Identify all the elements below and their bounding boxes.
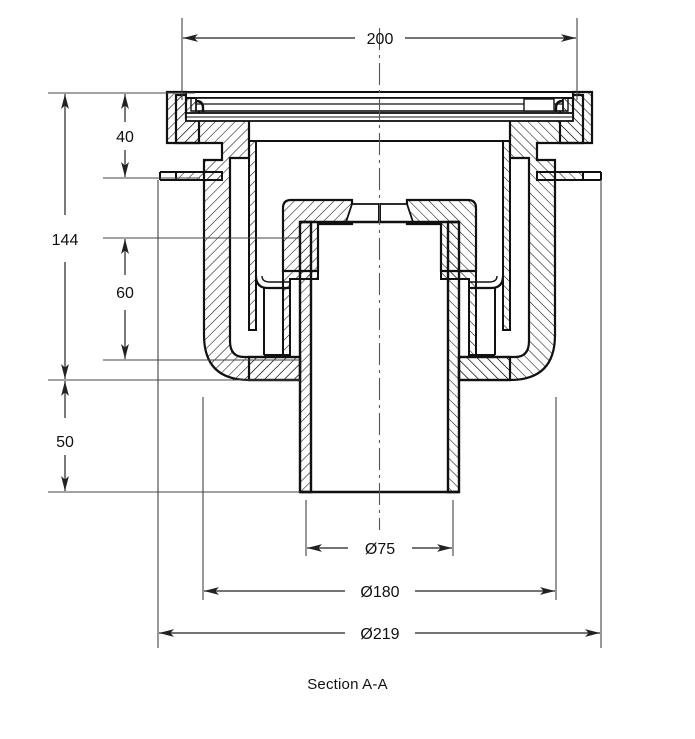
- outlet-pipe-left-wall: [298, 220, 313, 494]
- grate-clip-left: [195, 99, 205, 112]
- trap-insert-right: [405, 198, 478, 273]
- trap-insert-left: [281, 198, 354, 273]
- trap-cup-left: [344, 203, 381, 223]
- flange-gasket-right: [562, 97, 569, 112]
- flange-notch-right: [523, 98, 555, 112]
- body-base-right: [457, 355, 512, 382]
- seal-lip-left: [254, 275, 290, 290]
- seal-lip-right-inner: [469, 275, 498, 283]
- basket-wall-right: [502, 140, 511, 331]
- dim-label-144: 144: [52, 232, 79, 249]
- dim-label-200: 200: [367, 31, 394, 48]
- dim-label-d75: Ø75: [365, 541, 395, 558]
- dimension-arrows: [61, 34, 600, 637]
- section-caption: Section A-A: [307, 676, 388, 693]
- seal-lip-right: [469, 275, 505, 290]
- grate-clip-right: [554, 99, 564, 112]
- dim-label-d180: Ø180: [360, 584, 399, 601]
- drain-body-geometry: [159, 90, 602, 494]
- dimension-lines: [48, 18, 602, 648]
- outlet-pipe-right-wall: [446, 220, 461, 494]
- basket-wall-left: [248, 140, 257, 331]
- dim-label-40: 40: [116, 129, 134, 146]
- dim-label-d219: Ø219: [360, 626, 399, 643]
- trap-cup-right: [378, 203, 415, 223]
- dimension-labels: 200 40 144 60 50 Ø75 Ø180 Ø219: [52, 31, 400, 643]
- seal-lip-left-inner: [261, 275, 290, 283]
- side-tab-right: [536, 171, 584, 181]
- dim-label-60: 60: [116, 285, 134, 302]
- dim-label-50: 50: [56, 434, 74, 451]
- flange-gasket-left: [190, 97, 197, 112]
- side-tab-left: [175, 171, 223, 181]
